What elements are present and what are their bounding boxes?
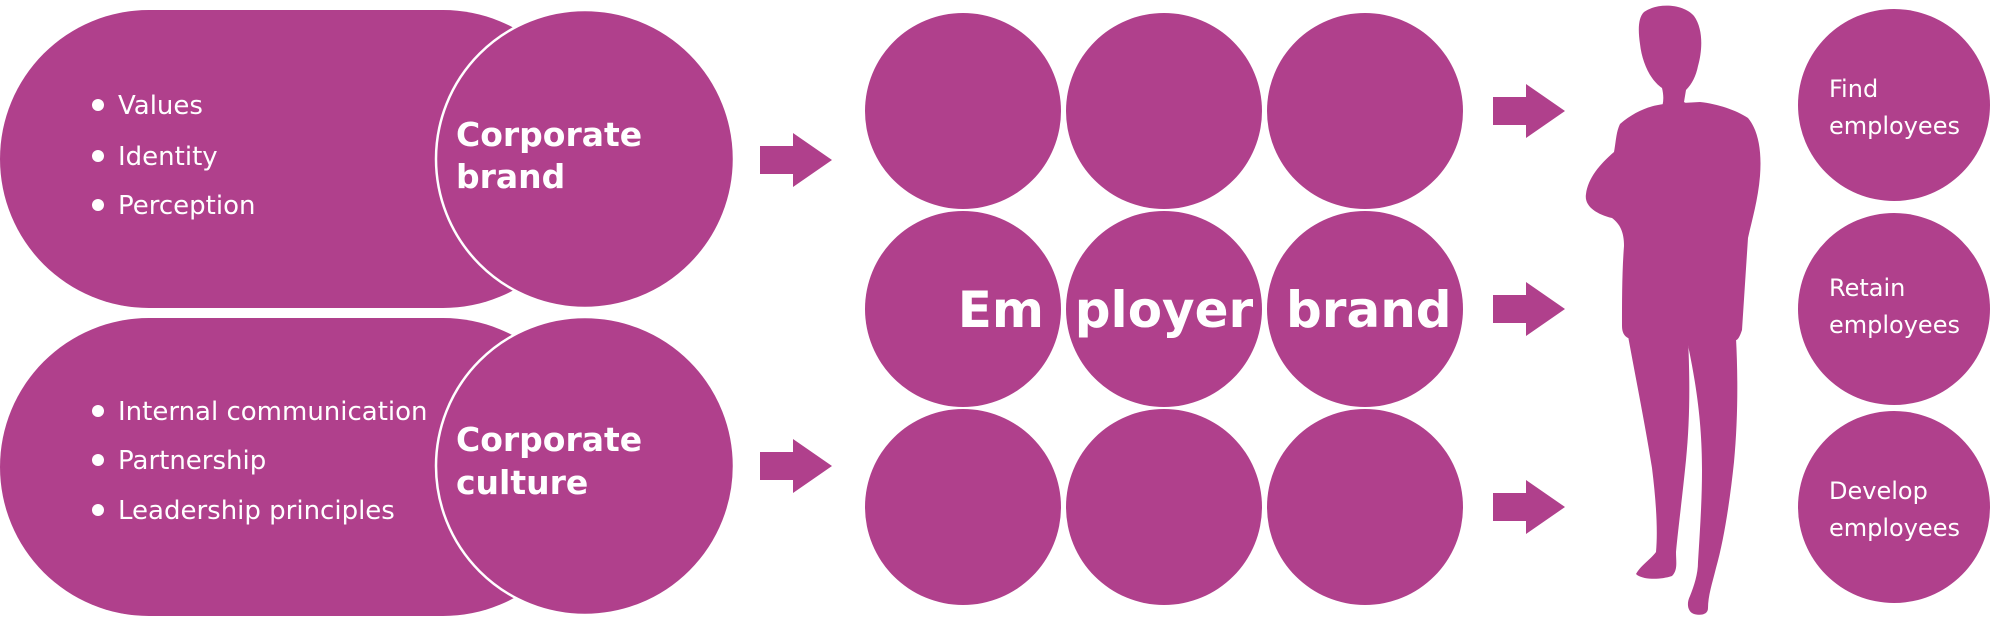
brand-grid-circle <box>1267 13 1463 209</box>
brand-grid-circle <box>1066 13 1262 209</box>
corporate-culture-group: Internal communication Partnership Leade… <box>0 315 736 617</box>
person-silhouette-icon <box>1585 5 1761 615</box>
corporate-culture-label-line2: culture <box>456 463 588 502</box>
outcome-find-line1: Find <box>1829 75 1878 103</box>
bullet-identity: Identity <box>118 142 218 172</box>
corporate-culture-circle <box>434 315 736 617</box>
brand-grid-circle <box>1066 211 1262 407</box>
outcome-retain-line1: Retain <box>1829 274 1905 302</box>
outcome-circle-find <box>1798 9 1990 201</box>
brand-grid-circle <box>1066 409 1262 605</box>
employer-brand-word-ployer: ployer <box>1075 281 1254 339</box>
outcome-circle-develop <box>1798 411 1990 603</box>
brand-grid-circle <box>1267 409 1463 605</box>
bullet-partnership: Partnership <box>118 446 266 476</box>
bullet-dot <box>92 454 104 466</box>
corporate-brand-pill <box>0 10 592 308</box>
bullet-dot <box>92 199 104 211</box>
brand-grid-circle <box>1267 211 1463 407</box>
employer-brand-word-brand: brand <box>1286 281 1452 339</box>
outcome-develop-line2: employees <box>1829 514 1960 542</box>
arrow-right-icon <box>1493 282 1565 336</box>
bullet-internal-communication: Internal communication <box>118 397 428 427</box>
employer-brand-grid: Em ployer brand <box>865 13 1463 605</box>
corporate-culture-pill <box>0 318 592 616</box>
outcomes-group: Find employees Retain employees Develop … <box>1798 9 1990 603</box>
corporate-brand-circle <box>434 8 736 310</box>
outcome-circle-retain <box>1798 213 1990 405</box>
arrow-right-icon <box>760 133 832 187</box>
outcome-retain-line2: employees <box>1829 311 1960 339</box>
corporate-brand-label-line1: Corporate <box>456 115 642 154</box>
arrow-right-icon <box>1493 480 1565 534</box>
corporate-brand-label-line2: brand <box>456 157 565 196</box>
arrow-right-icon <box>760 439 832 493</box>
brand-grid-circle <box>865 211 1061 407</box>
corporate-culture-label-line1: Corporate <box>456 420 642 459</box>
outcome-develop-line1: Develop <box>1829 477 1928 505</box>
bullet-perception: Perception <box>118 191 255 221</box>
brand-grid-circle <box>865 409 1061 605</box>
outcome-find-line2: employees <box>1829 112 1960 140</box>
brand-grid-circle <box>865 13 1061 209</box>
bullet-dot <box>92 99 104 111</box>
arrow-right-icon <box>1493 84 1565 138</box>
bullet-dot <box>92 405 104 417</box>
bullet-dot <box>92 504 104 516</box>
bullet-dot <box>92 150 104 162</box>
bullet-values: Values <box>118 91 203 121</box>
corporate-brand-group: Values Identity Perception Corporate bra… <box>0 8 736 310</box>
bullet-leadership-principles: Leadership principles <box>118 496 395 526</box>
employer-brand-word-em: Em <box>958 281 1044 339</box>
